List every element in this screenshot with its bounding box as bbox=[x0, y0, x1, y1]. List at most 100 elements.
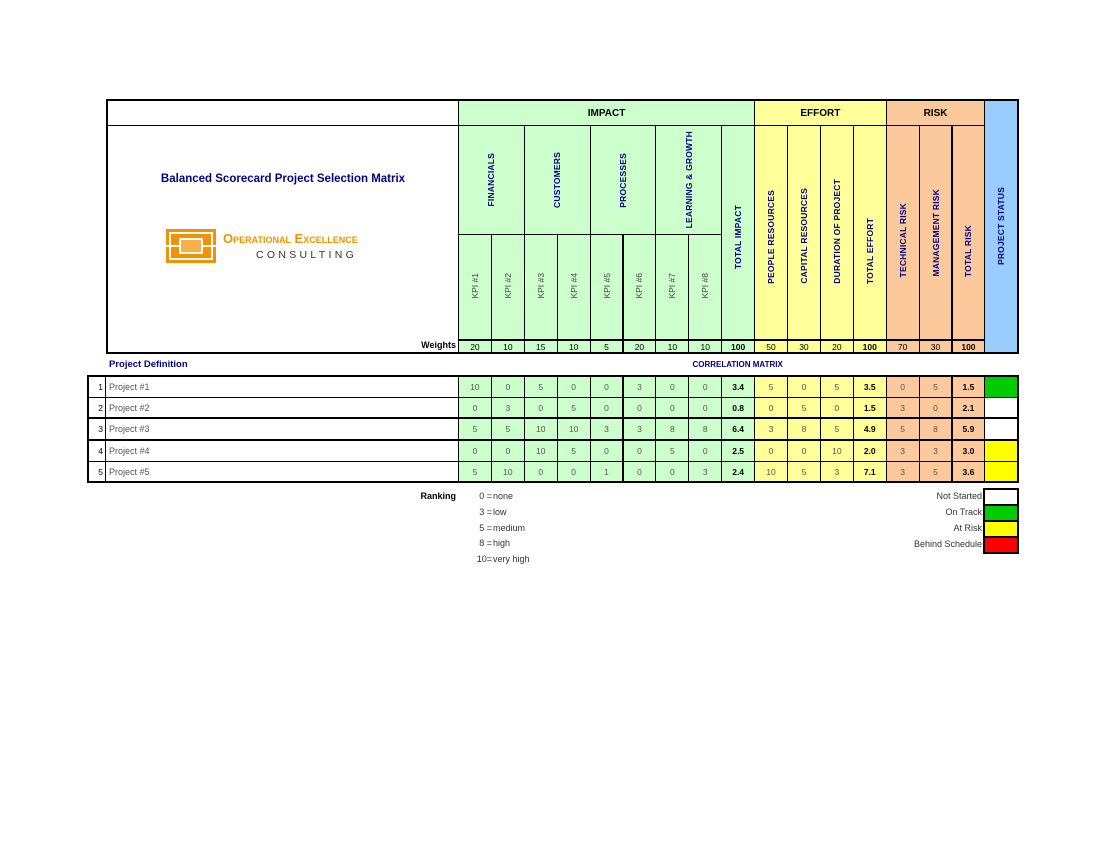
score-cell-r3-c9[interactable]: 6.4 bbox=[721, 418, 756, 440]
score-cell-r2-c4[interactable]: 5 bbox=[556, 397, 591, 419]
score-cell-r5-c14[interactable]: 3 bbox=[885, 461, 920, 483]
score-cell-r3-c14[interactable]: 5 bbox=[885, 418, 920, 440]
score-cell-r5-c6[interactable]: 0 bbox=[622, 461, 657, 483]
score-cell-r5-c1[interactable]: 5 bbox=[458, 461, 492, 483]
score-cell-r1-c10[interactable]: 5 bbox=[754, 376, 788, 398]
score-cell-r3-c4[interactable]: 10 bbox=[556, 418, 591, 440]
project-name-2[interactable]: Project #2 bbox=[105, 397, 459, 419]
project-status-cell-5[interactable] bbox=[984, 461, 1019, 483]
weight-cell-13[interactable]: 100 bbox=[852, 340, 887, 353]
score-cell-r5-c5[interactable]: 1 bbox=[589, 461, 624, 483]
score-cell-r4-c15[interactable]: 3 bbox=[918, 440, 953, 462]
score-cell-r1-c8[interactable]: 0 bbox=[688, 376, 723, 398]
score-cell-r5-c9[interactable]: 2.4 bbox=[721, 461, 756, 483]
score-cell-r4-c9[interactable]: 2.5 bbox=[721, 440, 756, 462]
score-cell-r4-c12[interactable]: 10 bbox=[819, 440, 854, 462]
score-cell-r4-c13[interactable]: 2.0 bbox=[852, 440, 887, 462]
score-cell-r3-c6[interactable]: 3 bbox=[622, 418, 657, 440]
weight-cell-5[interactable]: 5 bbox=[589, 340, 624, 353]
score-cell-r1-c1[interactable]: 10 bbox=[458, 376, 492, 398]
project-name-4[interactable]: Project #4 bbox=[105, 440, 459, 462]
score-cell-r3-c7[interactable]: 8 bbox=[655, 418, 690, 440]
score-cell-r5-c8[interactable]: 3 bbox=[688, 461, 723, 483]
score-cell-r4-c6[interactable]: 0 bbox=[622, 440, 657, 462]
score-cell-r5-c7[interactable]: 0 bbox=[655, 461, 690, 483]
score-cell-r2-c12[interactable]: 0 bbox=[819, 397, 854, 419]
score-cell-r4-c11[interactable]: 0 bbox=[787, 440, 821, 462]
score-cell-r1-c6[interactable]: 3 bbox=[622, 376, 657, 398]
score-cell-r5-c13[interactable]: 7.1 bbox=[852, 461, 887, 483]
project-status-cell-2[interactable] bbox=[984, 397, 1019, 419]
score-cell-r2-c13[interactable]: 1.5 bbox=[852, 397, 887, 419]
project-status-cell-3[interactable] bbox=[984, 418, 1019, 440]
weight-cell-9[interactable]: 100 bbox=[721, 340, 756, 353]
score-cell-r5-c15[interactable]: 5 bbox=[918, 461, 953, 483]
score-cell-r1-c3[interactable]: 5 bbox=[523, 376, 558, 398]
score-cell-r3-c13[interactable]: 4.9 bbox=[852, 418, 887, 440]
score-cell-r5-c4[interactable]: 0 bbox=[556, 461, 591, 483]
score-cell-r4-c14[interactable]: 3 bbox=[885, 440, 920, 462]
score-cell-r3-c12[interactable]: 5 bbox=[819, 418, 854, 440]
weight-cell-6[interactable]: 20 bbox=[622, 340, 657, 353]
weight-cell-12[interactable]: 20 bbox=[819, 340, 854, 353]
project-status-cell-1[interactable] bbox=[984, 376, 1019, 398]
score-cell-r3-c1[interactable]: 5 bbox=[458, 418, 492, 440]
score-cell-r2-c9[interactable]: 0.8 bbox=[721, 397, 756, 419]
score-cell-r5-c10[interactable]: 10 bbox=[754, 461, 788, 483]
project-name-1[interactable]: Project #1 bbox=[105, 376, 459, 398]
weight-cell-2[interactable]: 10 bbox=[490, 340, 525, 353]
score-cell-r3-c5[interactable]: 3 bbox=[589, 418, 624, 440]
score-cell-r2-c8[interactable]: 0 bbox=[688, 397, 723, 419]
score-cell-r1-c15[interactable]: 5 bbox=[918, 376, 953, 398]
weight-cell-11[interactable]: 30 bbox=[787, 340, 821, 353]
score-cell-r1-c5[interactable]: 0 bbox=[589, 376, 624, 398]
score-cell-r1-c7[interactable]: 0 bbox=[655, 376, 690, 398]
score-cell-r2-c16[interactable]: 2.1 bbox=[951, 397, 986, 419]
score-cell-r3-c16[interactable]: 5.9 bbox=[951, 418, 986, 440]
score-cell-r4-c7[interactable]: 5 bbox=[655, 440, 690, 462]
weight-cell-1[interactable]: 20 bbox=[458, 340, 492, 353]
score-cell-r2-c5[interactable]: 0 bbox=[589, 397, 624, 419]
score-cell-r3-c8[interactable]: 8 bbox=[688, 418, 723, 440]
project-name-3[interactable]: Project #3 bbox=[105, 418, 459, 440]
score-cell-r2-c10[interactable]: 0 bbox=[754, 397, 788, 419]
score-cell-r2-c7[interactable]: 0 bbox=[655, 397, 690, 419]
weight-cell-7[interactable]: 10 bbox=[655, 340, 690, 353]
project-status-cell-4[interactable] bbox=[984, 440, 1019, 462]
score-cell-r2-c3[interactable]: 0 bbox=[523, 397, 558, 419]
score-cell-r5-c11[interactable]: 5 bbox=[787, 461, 821, 483]
weight-cell-15[interactable]: 30 bbox=[918, 340, 953, 353]
score-cell-r4-c10[interactable]: 0 bbox=[754, 440, 788, 462]
score-cell-r2-c15[interactable]: 0 bbox=[918, 397, 953, 419]
score-cell-r3-c15[interactable]: 8 bbox=[918, 418, 953, 440]
score-cell-r4-c4[interactable]: 5 bbox=[556, 440, 591, 462]
weight-cell-14[interactable]: 70 bbox=[885, 340, 920, 353]
score-cell-r5-c16[interactable]: 3.6 bbox=[951, 461, 986, 483]
score-cell-r1-c14[interactable]: 0 bbox=[885, 376, 920, 398]
score-cell-r4-c16[interactable]: 3.0 bbox=[951, 440, 986, 462]
score-cell-r1-c11[interactable]: 0 bbox=[787, 376, 821, 398]
score-cell-r4-c5[interactable]: 0 bbox=[589, 440, 624, 462]
score-cell-r3-c3[interactable]: 10 bbox=[523, 418, 558, 440]
score-cell-r4-c2[interactable]: 0 bbox=[490, 440, 525, 462]
score-cell-r4-c3[interactable]: 10 bbox=[523, 440, 558, 462]
weight-cell-3[interactable]: 15 bbox=[523, 340, 558, 353]
score-cell-r2-c11[interactable]: 5 bbox=[787, 397, 821, 419]
score-cell-r2-c2[interactable]: 3 bbox=[490, 397, 525, 419]
score-cell-r3-c2[interactable]: 5 bbox=[490, 418, 525, 440]
score-cell-r2-c14[interactable]: 3 bbox=[885, 397, 920, 419]
score-cell-r2-c6[interactable]: 0 bbox=[622, 397, 657, 419]
weight-cell-4[interactable]: 10 bbox=[556, 340, 591, 353]
score-cell-r1-c13[interactable]: 3.5 bbox=[852, 376, 887, 398]
score-cell-r5-c2[interactable]: 10 bbox=[490, 461, 525, 483]
score-cell-r1-c12[interactable]: 5 bbox=[819, 376, 854, 398]
score-cell-r1-c16[interactable]: 1.5 bbox=[951, 376, 986, 398]
score-cell-r5-c12[interactable]: 3 bbox=[819, 461, 854, 483]
score-cell-r2-c1[interactable]: 0 bbox=[458, 397, 492, 419]
weight-cell-16[interactable]: 100 bbox=[951, 340, 986, 353]
score-cell-r5-c3[interactable]: 0 bbox=[523, 461, 558, 483]
score-cell-r1-c9[interactable]: 3.4 bbox=[721, 376, 756, 398]
score-cell-r1-c4[interactable]: 0 bbox=[556, 376, 591, 398]
weight-cell-10[interactable]: 50 bbox=[754, 340, 788, 353]
score-cell-r3-c10[interactable]: 3 bbox=[754, 418, 788, 440]
